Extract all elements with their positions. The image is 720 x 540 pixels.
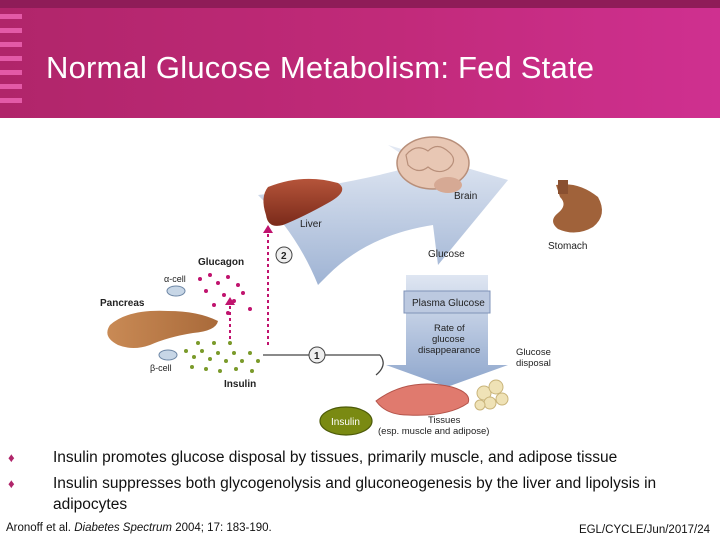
insulin-badge-label: Insulin	[331, 417, 360, 428]
beta-cell-icon	[158, 349, 178, 361]
slide-code: EGL/CYCLE/Jun/2017/24	[578, 524, 710, 536]
stomach-label: Stomach	[548, 241, 587, 252]
glucagon-arrowhead-short	[225, 297, 235, 305]
stomach-icon	[553, 180, 602, 233]
diamond-bullet-icon: ♦	[8, 476, 15, 491]
glucose-disposal-line2: disposal	[516, 358, 551, 369]
alpha-cell-icon	[166, 285, 186, 297]
step2-badge	[275, 246, 293, 264]
header-stripes-decoration	[0, 14, 22, 112]
pancreas-icon	[107, 310, 218, 348]
citation-journal: Diabetes Spectrum	[74, 522, 172, 534]
slide-title: Normal Glucose Metabolism: Fed State	[46, 50, 595, 85]
plasma-glucose-label: Plasma Glucose	[412, 298, 485, 309]
header-top-band	[0, 0, 720, 8]
pancreas-label: Pancreas	[100, 298, 145, 309]
step2-label: 2	[281, 251, 287, 262]
glucose-metabolism-diagram: Brain Liver Stomach Glucose Plasma Gluco…	[100, 136, 602, 437]
diamond-bullet-icon: ♦	[8, 450, 15, 465]
alpha-cell-label: α-cell	[164, 274, 186, 284]
citation-author: Aronoff et al.	[6, 522, 71, 534]
beta-cell-label: β-cell	[150, 363, 172, 373]
tissues-arrow-curve	[375, 354, 384, 376]
bullet-item: ♦ Insulin promotes glucose disposal by t…	[8, 447, 708, 468]
tissues-label-line2: (esp. muscle and adipose)	[378, 426, 489, 437]
insulin-badge	[319, 406, 373, 436]
adipose-icon	[474, 379, 509, 411]
glucagon-label: Glucagon	[198, 257, 244, 268]
liver-icon	[263, 178, 343, 226]
glucagon-dots	[198, 273, 252, 315]
muscle-icon	[375, 383, 470, 416]
tissues-label-line1: Tissues	[428, 415, 461, 426]
bullet-list: ♦ Insulin promotes glucose disposal by t…	[8, 447, 708, 520]
glucose-disposal-line1: Glucose	[516, 347, 551, 358]
citation-rest: 2004; 17: 183-190.	[175, 522, 272, 534]
bullet-item: ♦ Insulin suppresses both glycogenolysis…	[8, 473, 708, 515]
glucagon-arrowhead	[263, 225, 273, 233]
liver-label: Liver	[300, 219, 322, 230]
step1-label: 1	[314, 351, 320, 362]
plasma-glucose-box	[403, 290, 491, 314]
bullet-text: Insulin suppresses both glycogenolysis a…	[53, 475, 657, 513]
rate-label-line3: disappearance	[418, 345, 480, 356]
step1-badge	[308, 346, 326, 364]
brain-icon	[396, 136, 470, 193]
brain-label: Brain	[454, 191, 477, 202]
citation: Aronoff et al. Diabetes Spectrum 2004; 1…	[6, 522, 272, 534]
bullet-text: Insulin promotes glucose disposal by tis…	[53, 449, 618, 466]
slide-header: Normal Glucose Metabolism: Fed State	[0, 0, 720, 118]
rate-label-line1: Rate of	[434, 323, 465, 334]
glucose-label: Glucose	[428, 249, 465, 260]
rate-label-line2: glucose	[432, 334, 465, 345]
insulin-label: Insulin	[224, 379, 256, 390]
insulin-dots	[184, 341, 260, 373]
